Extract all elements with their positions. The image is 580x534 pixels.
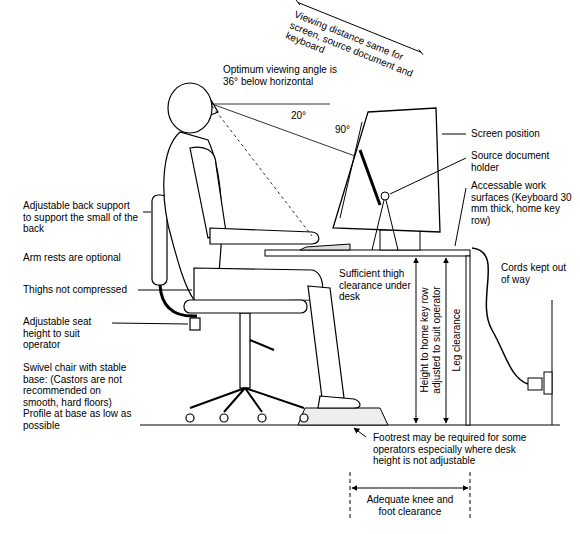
holder-knob (381, 192, 389, 200)
holder-stand (372, 196, 398, 250)
leader-line (143, 212, 151, 213)
sight-line (212, 104, 355, 156)
monitor-stand (380, 230, 420, 250)
dimension-line (352, 488, 468, 489)
dimension-line (416, 258, 417, 423)
part-label: Thighs not compressed (22, 284, 134, 296)
dimension-tick (350, 472, 351, 520)
document-holder (360, 150, 380, 205)
plug (528, 378, 542, 390)
upper-arm (190, 147, 226, 238)
footrest (298, 408, 388, 425)
wall-line (552, 300, 553, 425)
footrest-note: Footrest may be required for some operat… (372, 432, 537, 467)
leader-line (138, 290, 192, 291)
part-label: Source document holder (470, 150, 574, 173)
head (168, 83, 212, 133)
angle-note: Optimum viewing angle is 36° below horiz… (222, 64, 340, 87)
part-label: Swivel chair with stable base: (Castors … (22, 362, 140, 431)
sight-line (212, 106, 312, 236)
leader-line (455, 188, 466, 246)
horizontal-line (212, 104, 330, 105)
thigh (194, 268, 323, 302)
dimension-tick (470, 472, 471, 520)
part-label: Screen position (470, 128, 574, 140)
seat-lever (250, 340, 274, 350)
dimension-label: Height to home key row adjusted to suit … (419, 275, 442, 405)
desk-panel (466, 256, 470, 425)
chair-base (190, 388, 304, 412)
chair-column (240, 313, 250, 388)
seat-knob (190, 318, 200, 330)
leader-line (112, 323, 188, 324)
dimension-line (446, 258, 447, 423)
part-label: Adjustable back support to support the s… (22, 200, 140, 235)
power-outlet (544, 372, 552, 394)
leader-line (390, 158, 466, 194)
leader-arrow (354, 428, 366, 437)
dimension-label: Leg clearance (451, 295, 463, 385)
keyboard (300, 244, 350, 250)
caster (258, 414, 266, 422)
caster (186, 414, 194, 422)
part-label: Cords kept out of way (500, 262, 574, 285)
screen-face (340, 122, 362, 218)
part-label: Arm rests are optional (22, 252, 140, 264)
angle-value: 90° (334, 124, 351, 136)
forearm (210, 228, 319, 244)
desk-top (265, 250, 470, 256)
part-label: Accessable work surfaces (Keyboard 30 mm… (470, 180, 574, 226)
clearance-note: Sufficient thigh clearance under desk (338, 268, 414, 303)
chair-seat (184, 300, 307, 313)
lower-leg (308, 286, 344, 398)
monitor (333, 108, 440, 232)
part-label: Adjustable seat height to suit operator (22, 316, 108, 351)
leader-line (442, 134, 466, 135)
dimension-label: Adequate knee and foot clearance (364, 494, 456, 517)
caster (220, 414, 228, 422)
angle-value: 20° (290, 110, 307, 122)
foot (318, 396, 360, 408)
caster (300, 414, 308, 422)
